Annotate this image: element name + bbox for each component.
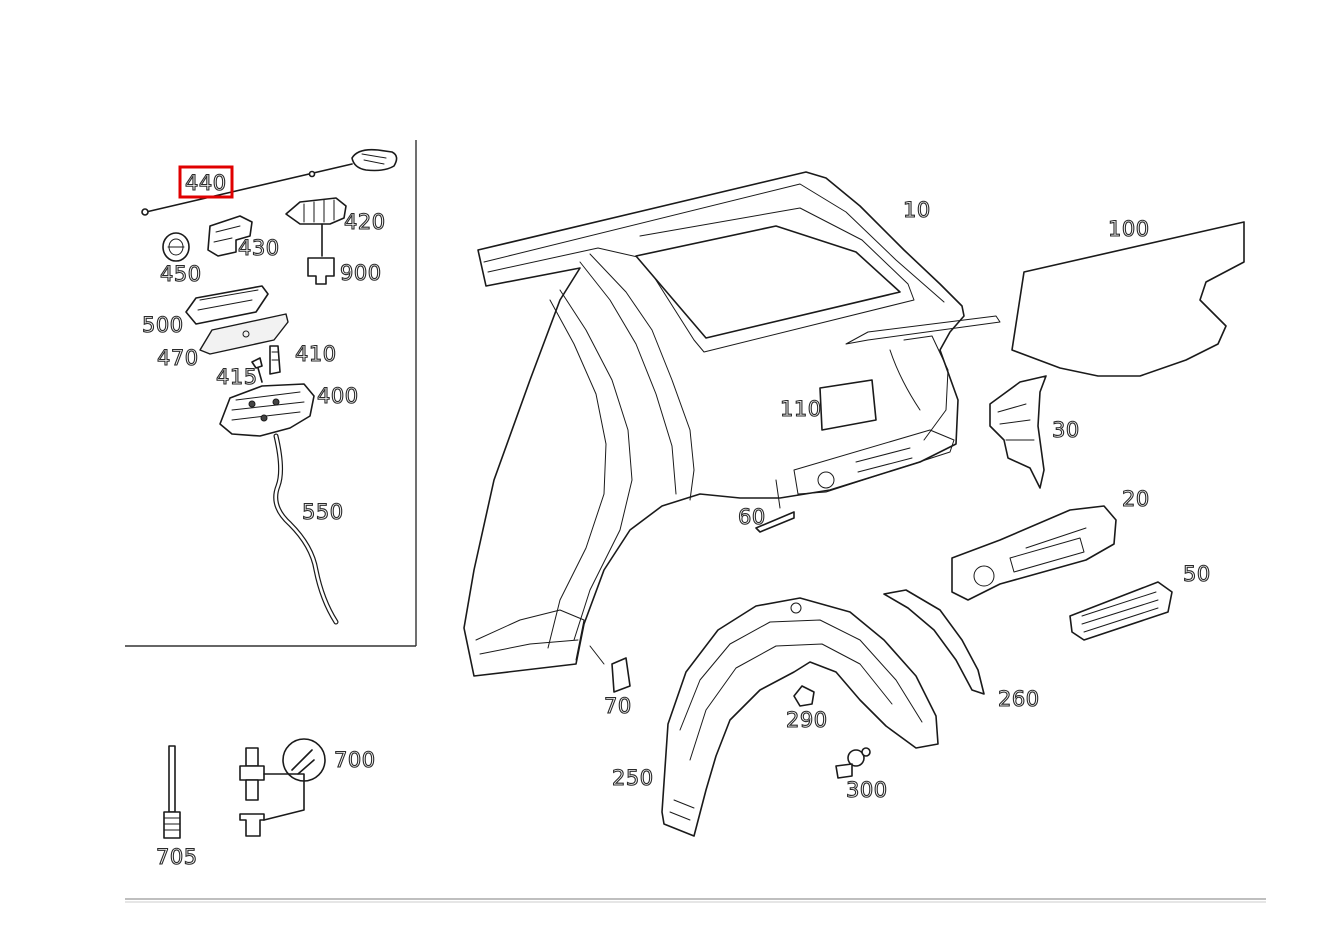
part-label-290[interactable]: 290 xyxy=(785,707,828,732)
part-550-drawing xyxy=(273,433,339,625)
part-label-470[interactable]: 470 xyxy=(156,345,199,370)
part-440-drawing xyxy=(141,148,398,216)
part-label-500[interactable]: 500 xyxy=(141,312,184,337)
part-260-drawing xyxy=(883,589,985,695)
part-label-60[interactable]: 60 xyxy=(737,504,766,529)
part-label-30[interactable]: 30 xyxy=(1051,417,1080,442)
part-10-drawing xyxy=(463,171,1001,677)
part-250-drawing xyxy=(661,597,939,837)
part-label-260[interactable]: 260 xyxy=(997,686,1040,711)
part-410-drawing xyxy=(269,345,281,375)
part-label-70[interactable]: 70 xyxy=(603,693,632,718)
part-label-50[interactable]: 50 xyxy=(1182,561,1211,586)
part-440-highlight-box xyxy=(178,165,234,199)
part-label-415[interactable]: 415 xyxy=(215,364,258,389)
part-290-drawing xyxy=(793,685,815,707)
part-20-drawing xyxy=(951,505,1117,601)
part-label-550[interactable]: 550 xyxy=(301,499,344,524)
part-label-700[interactable]: 700 xyxy=(333,747,376,772)
part-300-drawing xyxy=(835,747,871,779)
bottom-rule xyxy=(125,898,1266,903)
part-415-drawing xyxy=(251,357,263,383)
part-400-drawing xyxy=(219,383,315,437)
part-420-drawing xyxy=(285,197,347,257)
inset-frame xyxy=(125,140,417,647)
part-label-900[interactable]: 900 xyxy=(339,260,382,285)
part-70-drawing xyxy=(589,645,631,693)
part-label-20[interactable]: 20 xyxy=(1121,486,1150,511)
part-label-250[interactable]: 250 xyxy=(611,765,654,790)
part-label-110[interactable]: 110 xyxy=(779,396,822,421)
part-label-450[interactable]: 450 xyxy=(159,261,202,286)
part-470-drawing xyxy=(199,313,289,355)
part-50-drawing xyxy=(1069,581,1173,641)
part-700-drawing xyxy=(239,738,326,837)
part-label-100[interactable]: 100 xyxy=(1107,216,1150,241)
part-label-400[interactable]: 400 xyxy=(316,383,359,408)
part-450-drawing xyxy=(162,232,190,262)
part-label-420[interactable]: 420 xyxy=(343,209,386,234)
part-label-430[interactable]: 430 xyxy=(237,235,280,260)
part-label-705[interactable]: 705 xyxy=(155,844,198,869)
part-100-drawing xyxy=(1011,221,1245,377)
part-labels: 10 20 30 50 60 70 100 110 250 260 290 30… xyxy=(141,170,1211,869)
part-label-410[interactable]: 410 xyxy=(294,341,337,366)
part-60-drawing xyxy=(755,479,795,533)
part-label-440[interactable]: 440 xyxy=(184,170,227,195)
part-705-drawing xyxy=(163,745,181,839)
part-500-drawing xyxy=(185,285,269,325)
part-label-10[interactable]: 10 xyxy=(902,197,931,222)
part-30-drawing xyxy=(989,375,1047,489)
part-430-drawing xyxy=(207,215,253,257)
part-900-drawing xyxy=(307,257,335,285)
part-label-300[interactable]: 300 xyxy=(845,777,888,802)
